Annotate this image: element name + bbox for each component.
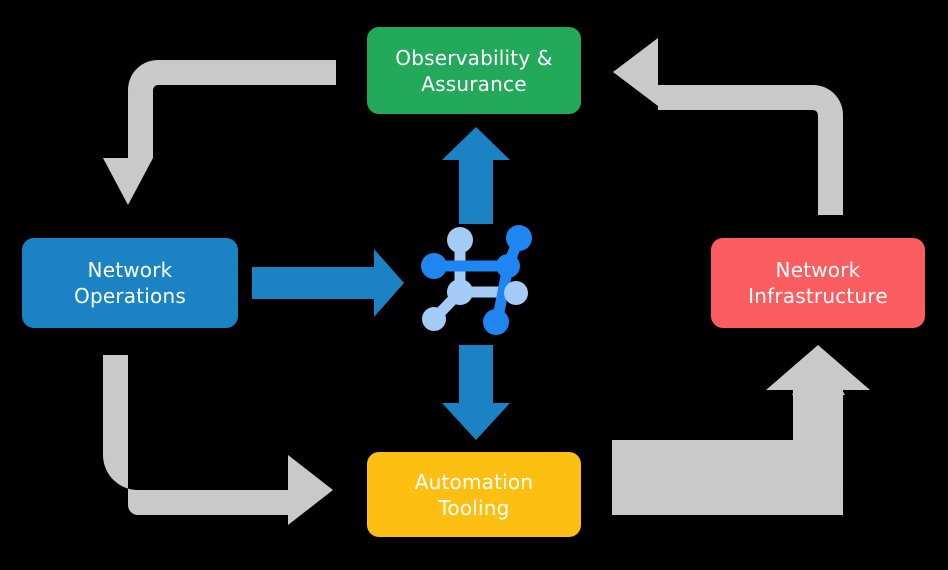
node-network-infrastructure-label: Network Infrastructure bbox=[748, 258, 888, 308]
node-network-operations-label: Network Operations bbox=[74, 258, 186, 308]
node-network-infrastructure[interactable]: Network Infrastructure bbox=[711, 238, 925, 328]
node-automation-tooling-label: Automation Tooling bbox=[414, 469, 534, 520]
node-observability-label: Observability & Assurance bbox=[395, 45, 553, 96]
arrow-observability-to-operations bbox=[103, 60, 336, 205]
arrow-operations-to-center bbox=[252, 249, 404, 317]
network-topology-icon bbox=[421, 225, 532, 335]
arrow-center-to-automation bbox=[442, 345, 510, 440]
node-observability-assurance[interactable]: Observability & Assurance bbox=[367, 27, 581, 114]
arrow-center-to-observability bbox=[442, 127, 510, 224]
arrow-operations-to-automation bbox=[103, 355, 333, 525]
arrow-infrastructure-to-observability bbox=[613, 38, 843, 215]
arrow-automation-to-infrastructure bbox=[612, 345, 870, 519]
node-network-operations[interactable]: Network Operations bbox=[22, 238, 238, 328]
node-automation-tooling[interactable]: Automation Tooling bbox=[367, 452, 581, 537]
